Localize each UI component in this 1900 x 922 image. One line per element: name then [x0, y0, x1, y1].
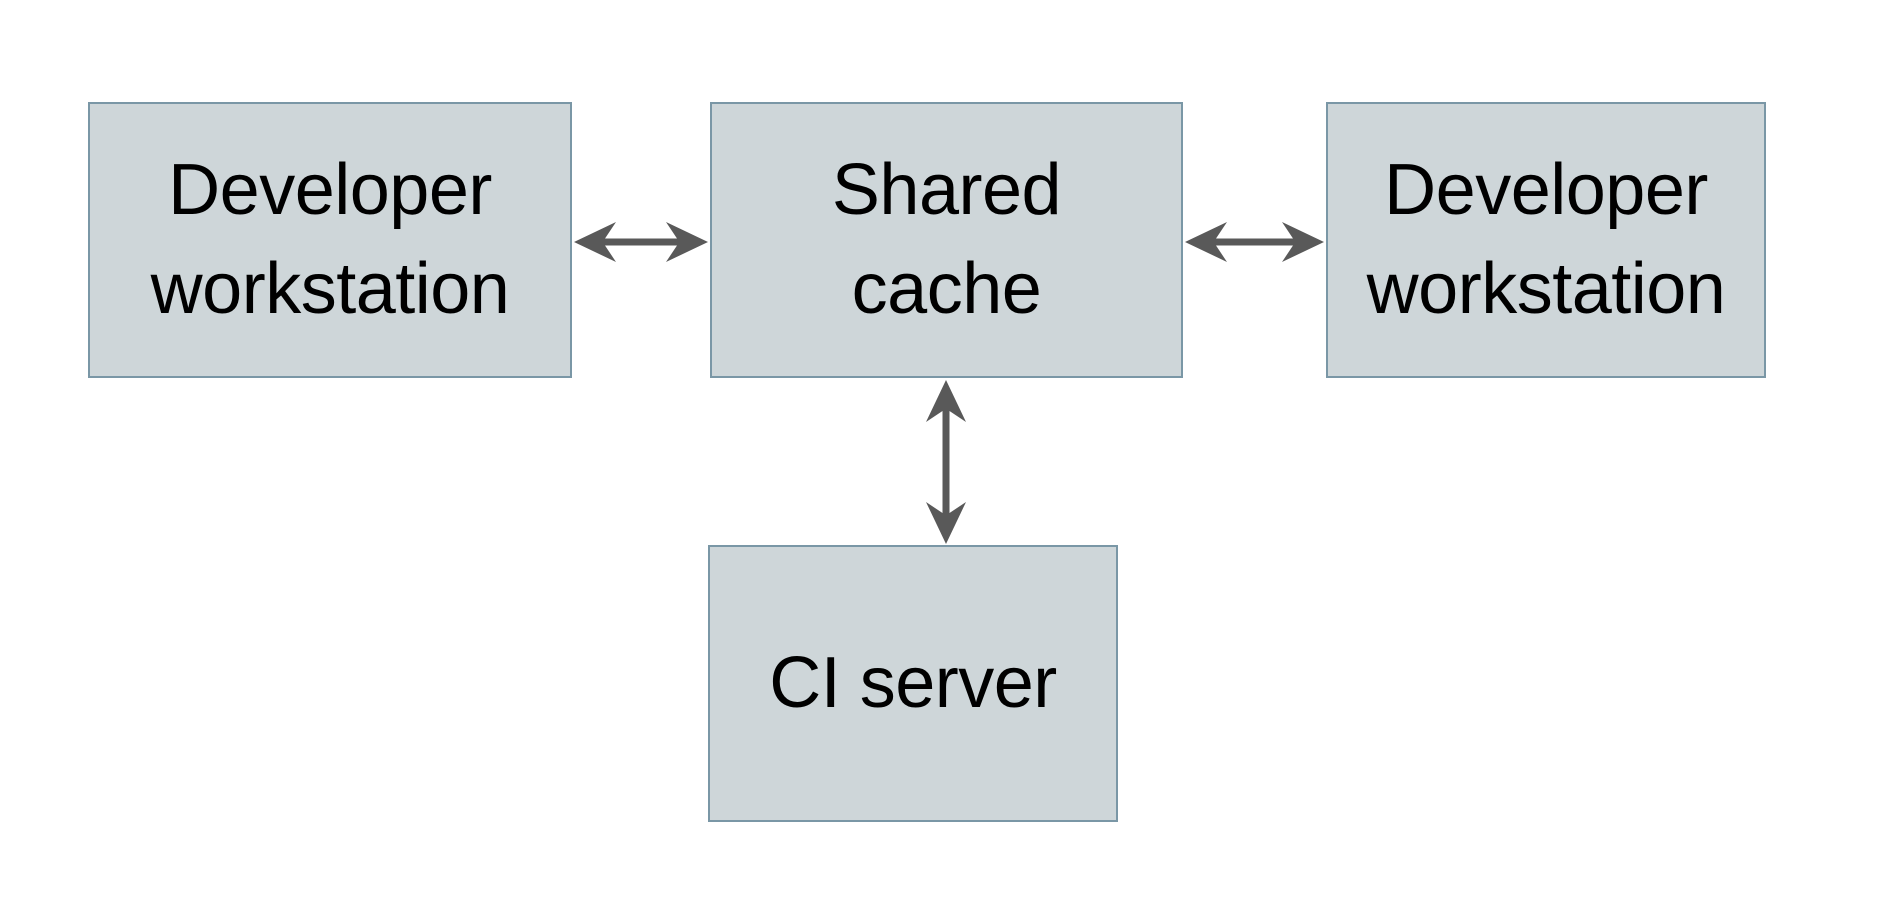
node-shared-cache[interactable]: Shared cache [710, 102, 1183, 378]
node-label: Developer workstation [1366, 149, 1726, 329]
edge-shared-cache-to-right-workstation [1185, 220, 1324, 264]
node-label: CI server [769, 642, 1057, 723]
edge-shared-cache-to-ci-server [924, 380, 968, 544]
node-dev-workstation-right[interactable]: Developer workstation [1326, 102, 1766, 378]
edge-left-workstation-to-shared-cache [574, 220, 708, 264]
node-label: Developer workstation [150, 149, 510, 329]
node-label: Shared cache [831, 149, 1062, 329]
node-ci-server[interactable]: CI server [708, 545, 1118, 822]
node-dev-workstation-left[interactable]: Developer workstation [88, 102, 572, 378]
